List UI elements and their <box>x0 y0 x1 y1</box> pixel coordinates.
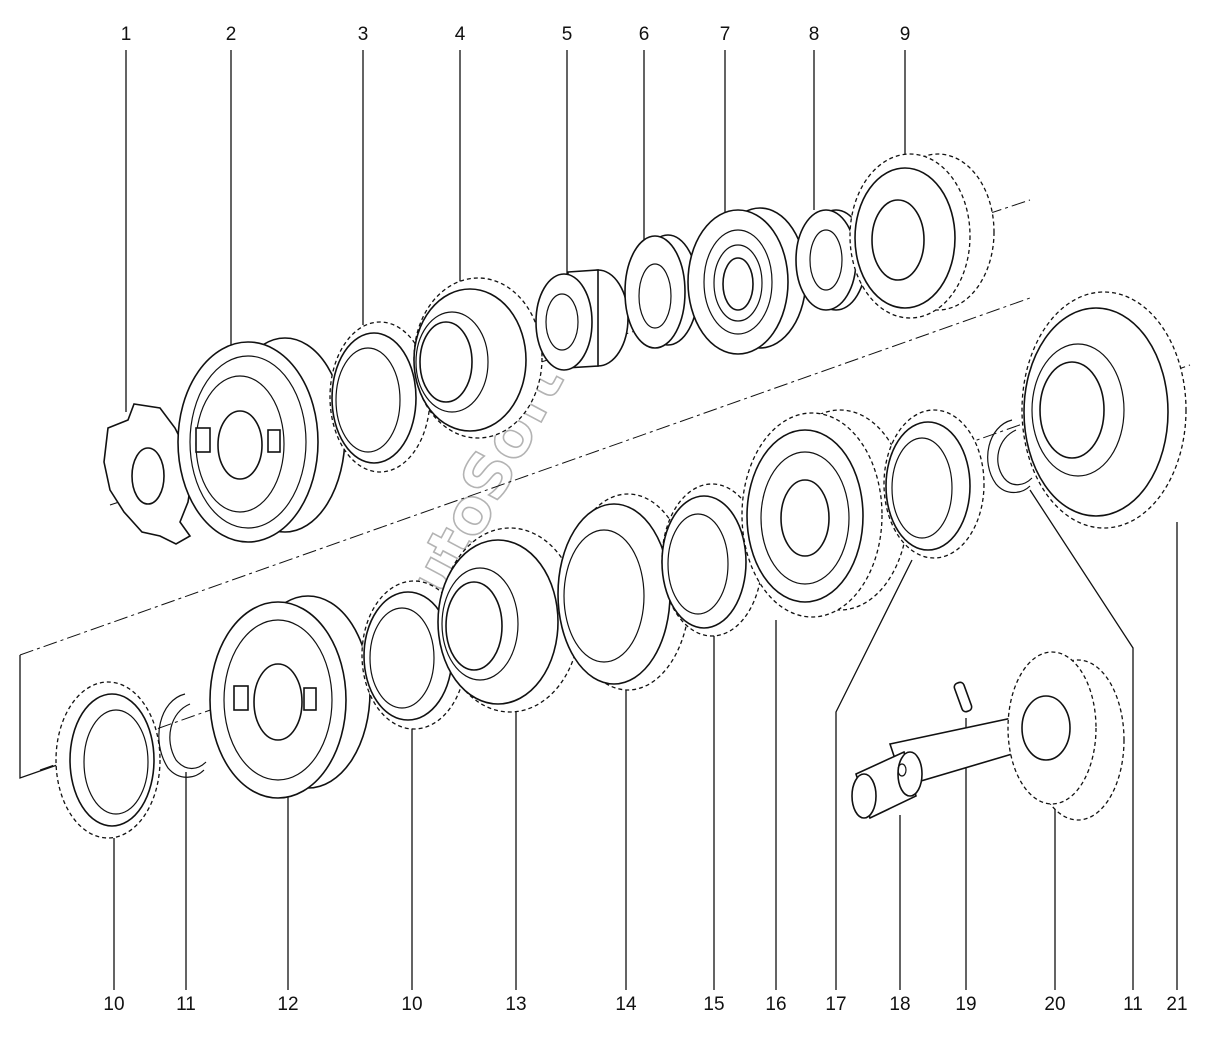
callout-12: 12 <box>277 994 298 1015</box>
top-callouts: 1 2 3 4 5 6 7 8 9 <box>121 24 911 45</box>
part-21-large-gear <box>1021 291 1187 529</box>
part-10-synchro-ring-left <box>55 681 161 839</box>
part-16-hub-gear <box>741 409 909 618</box>
callout-20: 20 <box>1044 994 1065 1015</box>
callout-8: 8 <box>809 24 820 45</box>
part-12-synchro-sleeve <box>209 595 371 799</box>
part-9-helical-gear <box>849 153 995 319</box>
callout-6: 6 <box>639 24 650 45</box>
part-5-needle-bearing <box>535 269 629 371</box>
callout-10a: 10 <box>103 994 124 1015</box>
part-11-circlip-right <box>987 419 1033 494</box>
callout-13: 13 <box>505 994 526 1015</box>
callout-4: 4 <box>455 24 466 45</box>
part-4-gear <box>413 277 543 439</box>
part-6-spacer-ring <box>624 234 699 349</box>
part-3-synchro-ring <box>329 321 431 473</box>
callout-21: 21 <box>1166 994 1187 1015</box>
callout-15: 15 <box>703 994 724 1015</box>
callout-11a: 11 <box>176 994 196 1015</box>
part-17-synchro-ring <box>883 409 985 559</box>
callout-18: 18 <box>889 994 910 1015</box>
callout-14: 14 <box>615 994 637 1015</box>
part-2-synchro-sleeve <box>177 337 346 543</box>
callout-3: 3 <box>358 24 369 45</box>
part-18-idler-shaft <box>851 709 1053 820</box>
callout-7: 7 <box>720 24 731 45</box>
part-11-circlip-left <box>158 693 207 778</box>
part-20-idler-gear <box>1007 651 1125 821</box>
callout-17: 17 <box>825 994 846 1015</box>
callout-19: 19 <box>955 994 976 1015</box>
bottom-callouts: 10 11 12 10 13 14 15 16 17 18 19 20 11 2… <box>103 994 1187 1015</box>
part-19-key-pin <box>953 681 973 713</box>
callout-9: 9 <box>900 24 911 45</box>
callout-5: 5 <box>562 24 573 45</box>
part-15-synchro-ring <box>661 483 763 637</box>
callout-2: 2 <box>226 24 237 45</box>
callout-10b: 10 <box>401 994 422 1015</box>
part-1-lock-washer <box>103 403 193 545</box>
callout-11b: 11 <box>1123 994 1143 1015</box>
part-13-gear <box>437 527 581 713</box>
callout-16: 16 <box>765 994 786 1015</box>
part-7-ball-bearing <box>687 207 807 355</box>
callout-1: 1 <box>121 24 132 45</box>
